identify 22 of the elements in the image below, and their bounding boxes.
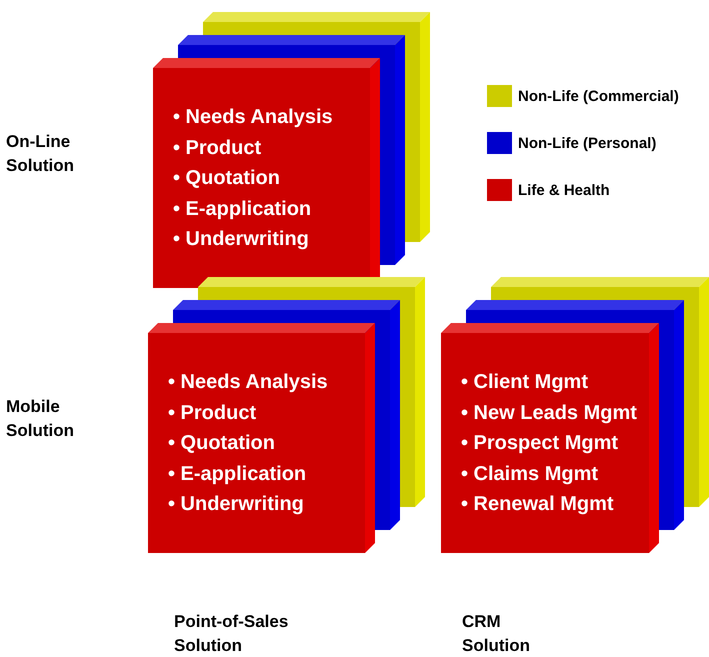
list-item: • Product bbox=[173, 136, 262, 160]
column-label: CRM Solution bbox=[462, 611, 531, 657]
row-label: On-Line Solution bbox=[6, 131, 75, 177]
list-item: • Needs Analysis bbox=[168, 370, 328, 395]
list-item: • Quotation bbox=[168, 431, 276, 456]
row-label: Mobile Solution bbox=[6, 396, 75, 442]
list-item: • Underwriting bbox=[173, 227, 310, 252]
list-item: • Needs Analysis bbox=[173, 105, 333, 130]
legend-label: Life & Health bbox=[518, 182, 610, 198]
list-item: • Quotation bbox=[173, 166, 281, 191]
column-label: Point-of-Sales Solution bbox=[174, 611, 290, 657]
list-item: • E-application bbox=[173, 196, 312, 222]
list-item: • Prospect Mgmt bbox=[461, 431, 620, 456]
list-item: • Renewal Mgmt bbox=[461, 492, 615, 517]
legend-label: Non-Life (Personal) bbox=[518, 134, 656, 152]
list-item: • Client Mgmt bbox=[461, 370, 589, 395]
list-item: • Underwriting bbox=[168, 492, 305, 517]
list-item: • Product bbox=[168, 400, 258, 426]
list-item: • Claims Mgmt bbox=[461, 462, 600, 486]
legend-label: Non-Life (Commercial) bbox=[518, 88, 679, 104]
list-item: • E-application bbox=[168, 462, 308, 486]
list-item: • New Leads Mgmt bbox=[461, 400, 637, 426]
